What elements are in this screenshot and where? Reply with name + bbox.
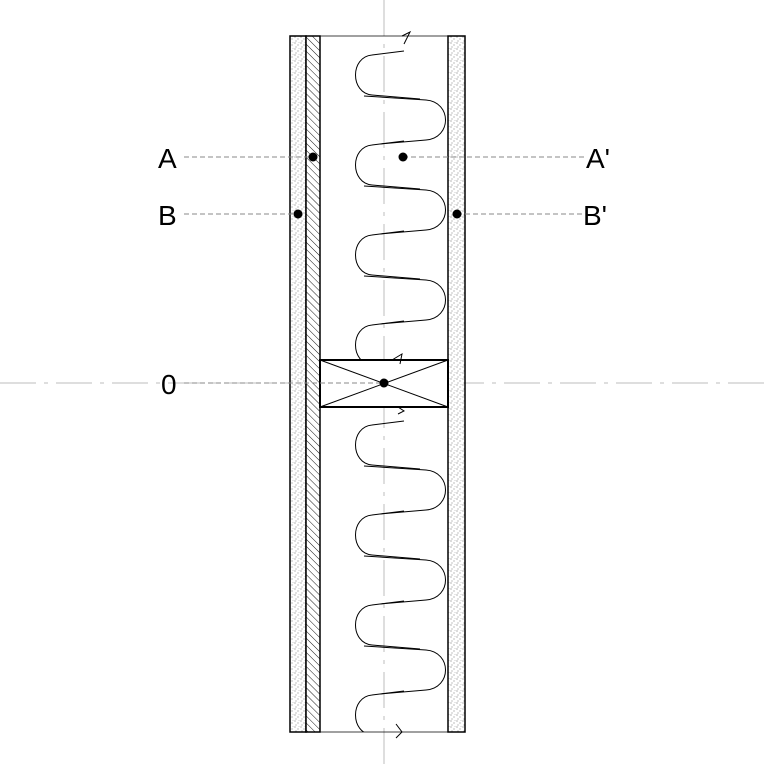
insulation-loop xyxy=(363,555,446,605)
point-a-left xyxy=(308,152,318,162)
insulation-loop xyxy=(355,420,421,470)
label-origin: 0 xyxy=(161,369,177,400)
insulation-loop xyxy=(355,320,405,360)
interior-board-right xyxy=(447,35,466,733)
insulation-loop xyxy=(363,275,446,325)
point-b-left xyxy=(293,209,303,219)
point-b-right xyxy=(452,209,462,219)
insulation-loop xyxy=(363,185,446,235)
insulation-loop xyxy=(364,736,446,768)
break-mark-bottom xyxy=(395,723,403,739)
insulation-loop xyxy=(363,465,446,515)
exterior-cladding-left xyxy=(289,35,307,733)
insulation-upper xyxy=(355,50,446,360)
insulation-loop xyxy=(355,140,421,190)
insulation-lower xyxy=(355,420,446,768)
insulation-loop xyxy=(363,645,446,695)
break-mark-top xyxy=(401,30,412,45)
insulation-loop xyxy=(355,690,405,732)
insulation-loop xyxy=(355,230,421,280)
label-b-left: B xyxy=(158,200,177,231)
insulation-loop xyxy=(355,510,421,560)
point-a-right xyxy=(398,152,408,162)
insulation-loop xyxy=(355,50,421,100)
label-b-right: B' xyxy=(583,200,607,231)
label-a-left: A xyxy=(158,143,177,174)
sheathing-board xyxy=(305,35,321,733)
point-origin xyxy=(379,378,389,388)
insulation-loop xyxy=(355,600,421,650)
label-a-right: A' xyxy=(586,143,610,174)
insulation-loop xyxy=(363,95,446,145)
